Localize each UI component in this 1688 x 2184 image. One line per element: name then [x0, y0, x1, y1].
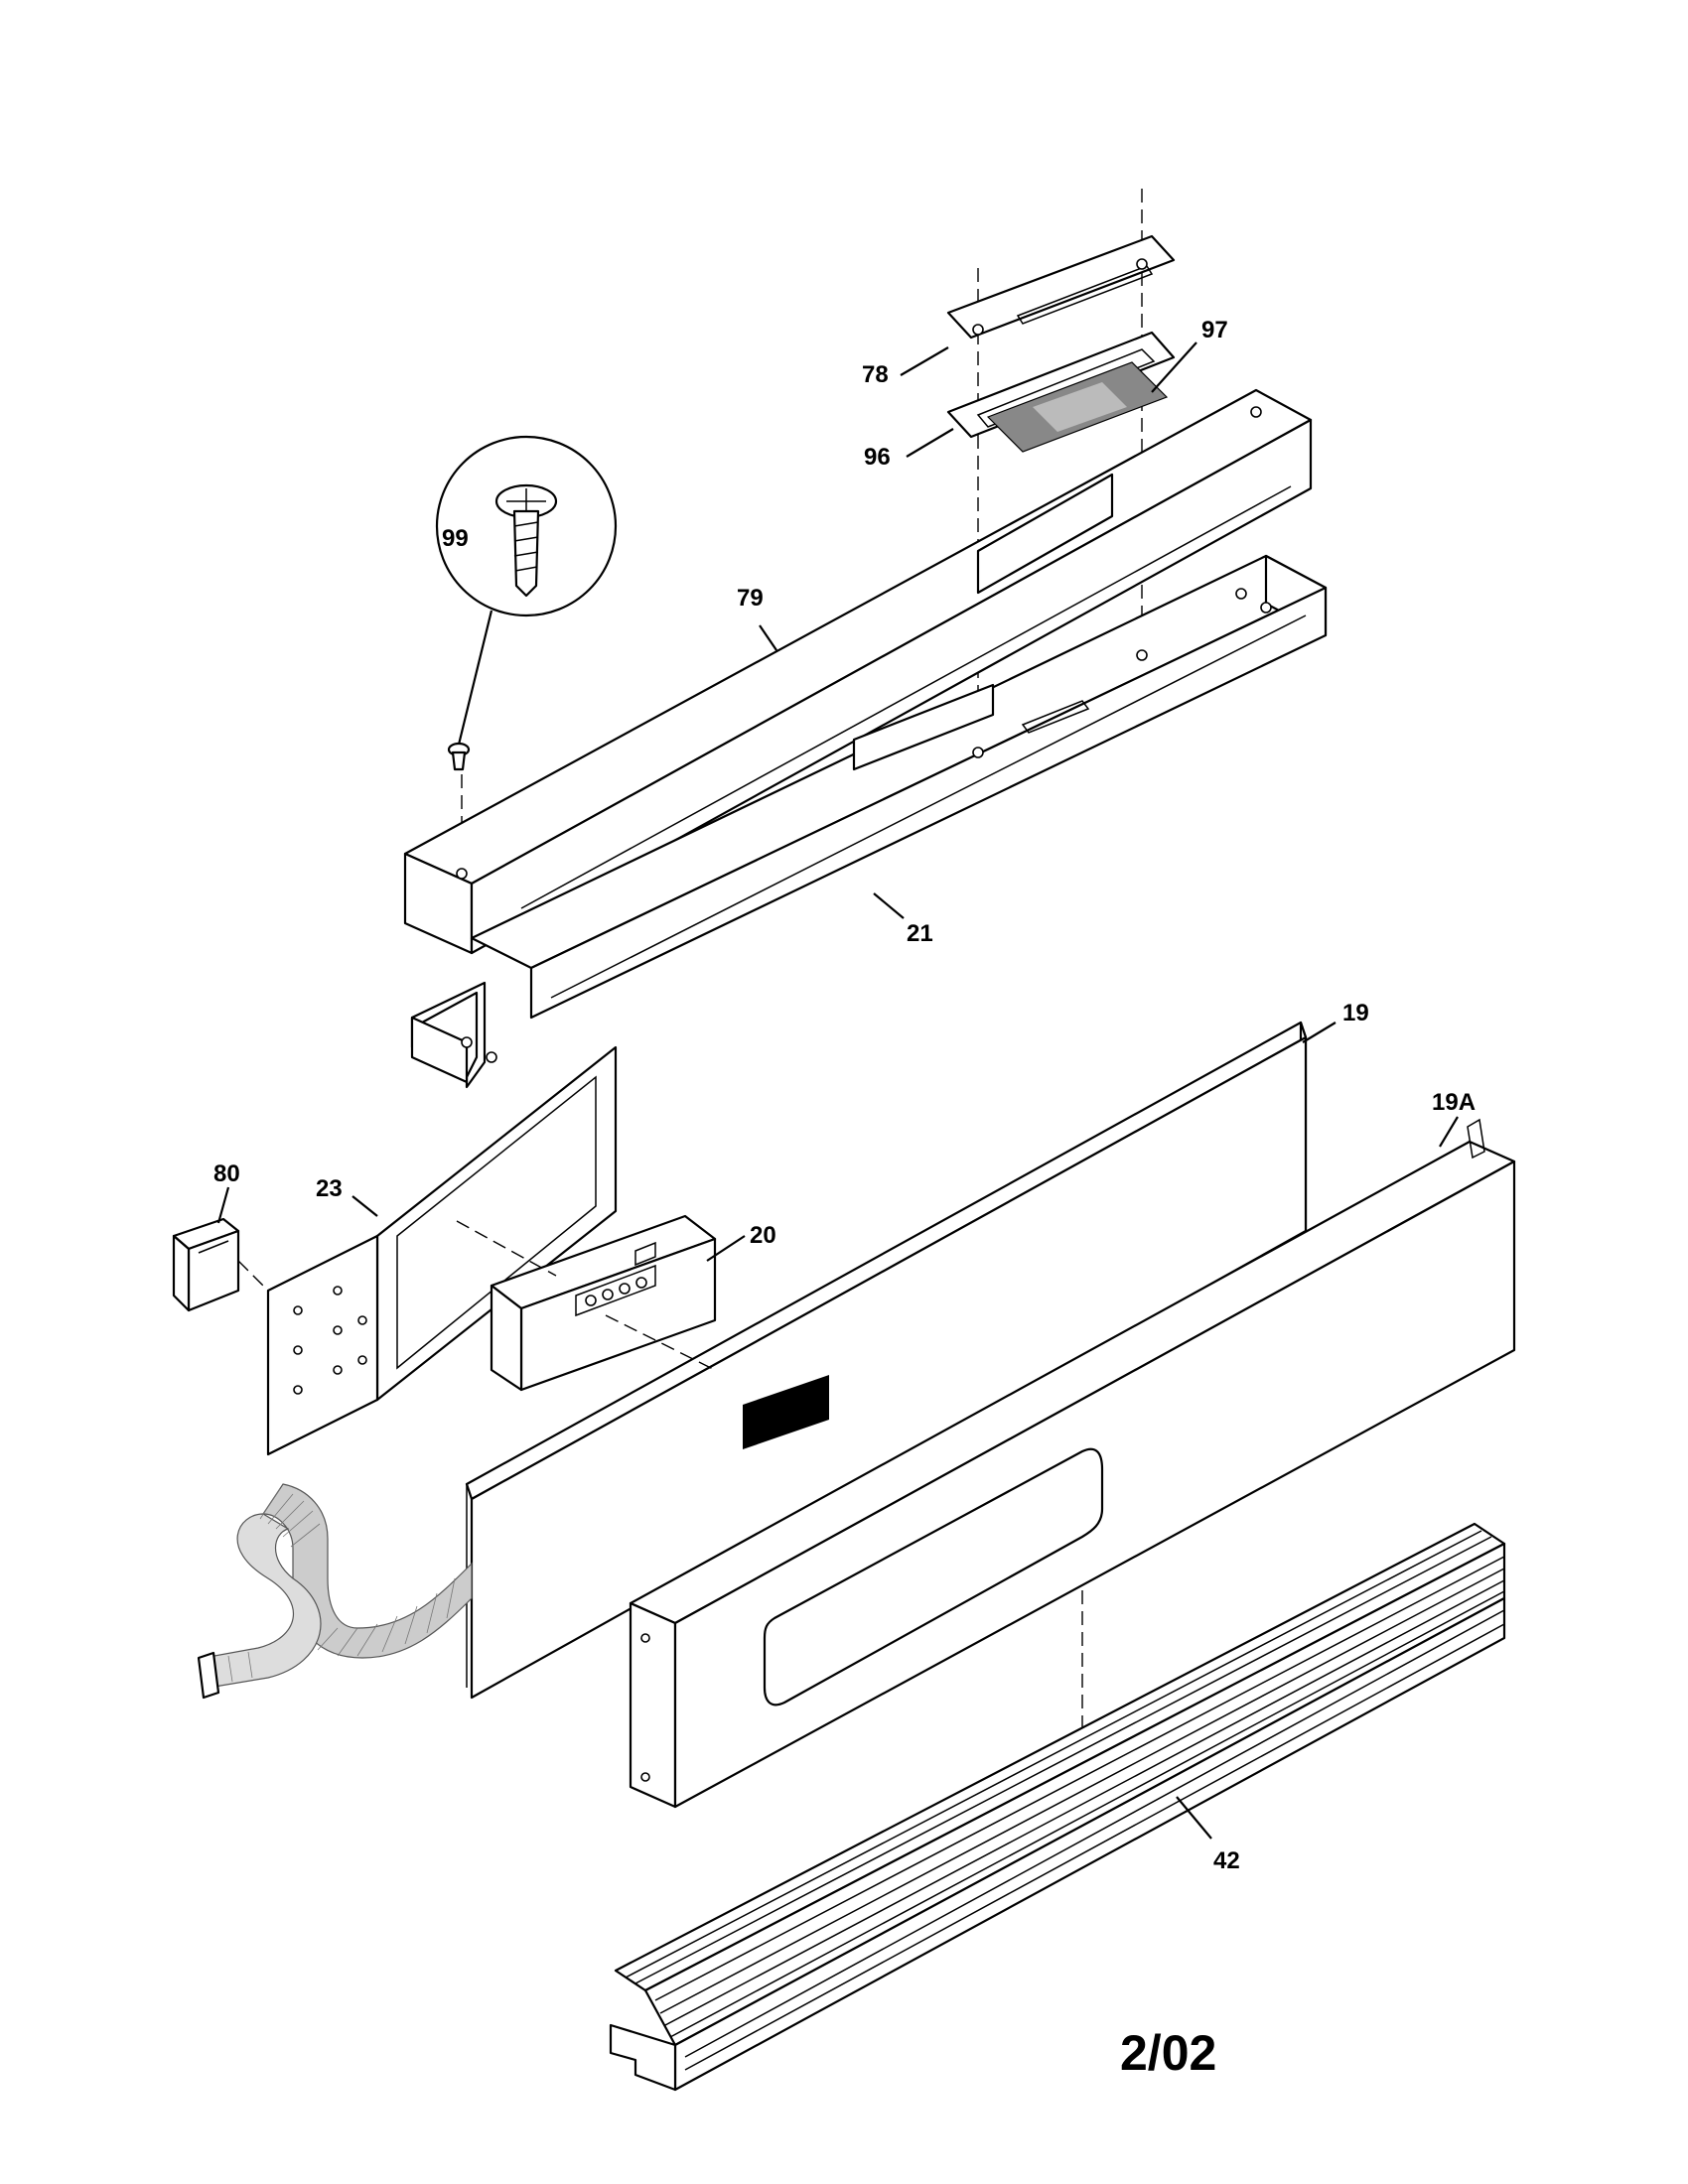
part-23-window-frame: [266, 1045, 618, 1456]
part-97-pad: [986, 361, 1169, 453]
part-42-vent-trim: [609, 1522, 1506, 2092]
part-19a-panel-back: [629, 1118, 1516, 1809]
part-80-connector: [172, 1217, 269, 1312]
part-78-bezel: [946, 234, 1176, 340]
callout-19a: 19A: [1432, 1089, 1476, 1116]
callout-19: 19: [1342, 1000, 1369, 1026]
callout-80: 80: [213, 1160, 240, 1187]
revision-date: 2/02: [1120, 2025, 1216, 2081]
callout-23: 23: [316, 1175, 343, 1202]
callout-99: 99: [442, 525, 469, 552]
callout-96: 96: [864, 444, 891, 471]
part-20-control-board: [456, 1214, 717, 1392]
end-bracket: [410, 981, 497, 1089]
callout-42: 42: [1213, 1847, 1240, 1874]
part-21-panel-frame: [470, 554, 1328, 1020]
ribbon-cable: [197, 1483, 473, 1700]
callout-79: 79: [737, 585, 764, 612]
leader-lines: [216, 341, 1459, 1840]
callout-97: 97: [1201, 317, 1228, 343]
callout-78: 78: [862, 361, 889, 388]
callout-labels: 78 97 96 99 79 21 19 19A 80 23 20 42: [213, 317, 1476, 1874]
callout-20: 20: [750, 1222, 776, 1249]
part-79-control-panel-top: [403, 388, 1313, 955]
callout-21: 21: [907, 920, 933, 947]
part-99-screw-detail: [435, 435, 618, 771]
